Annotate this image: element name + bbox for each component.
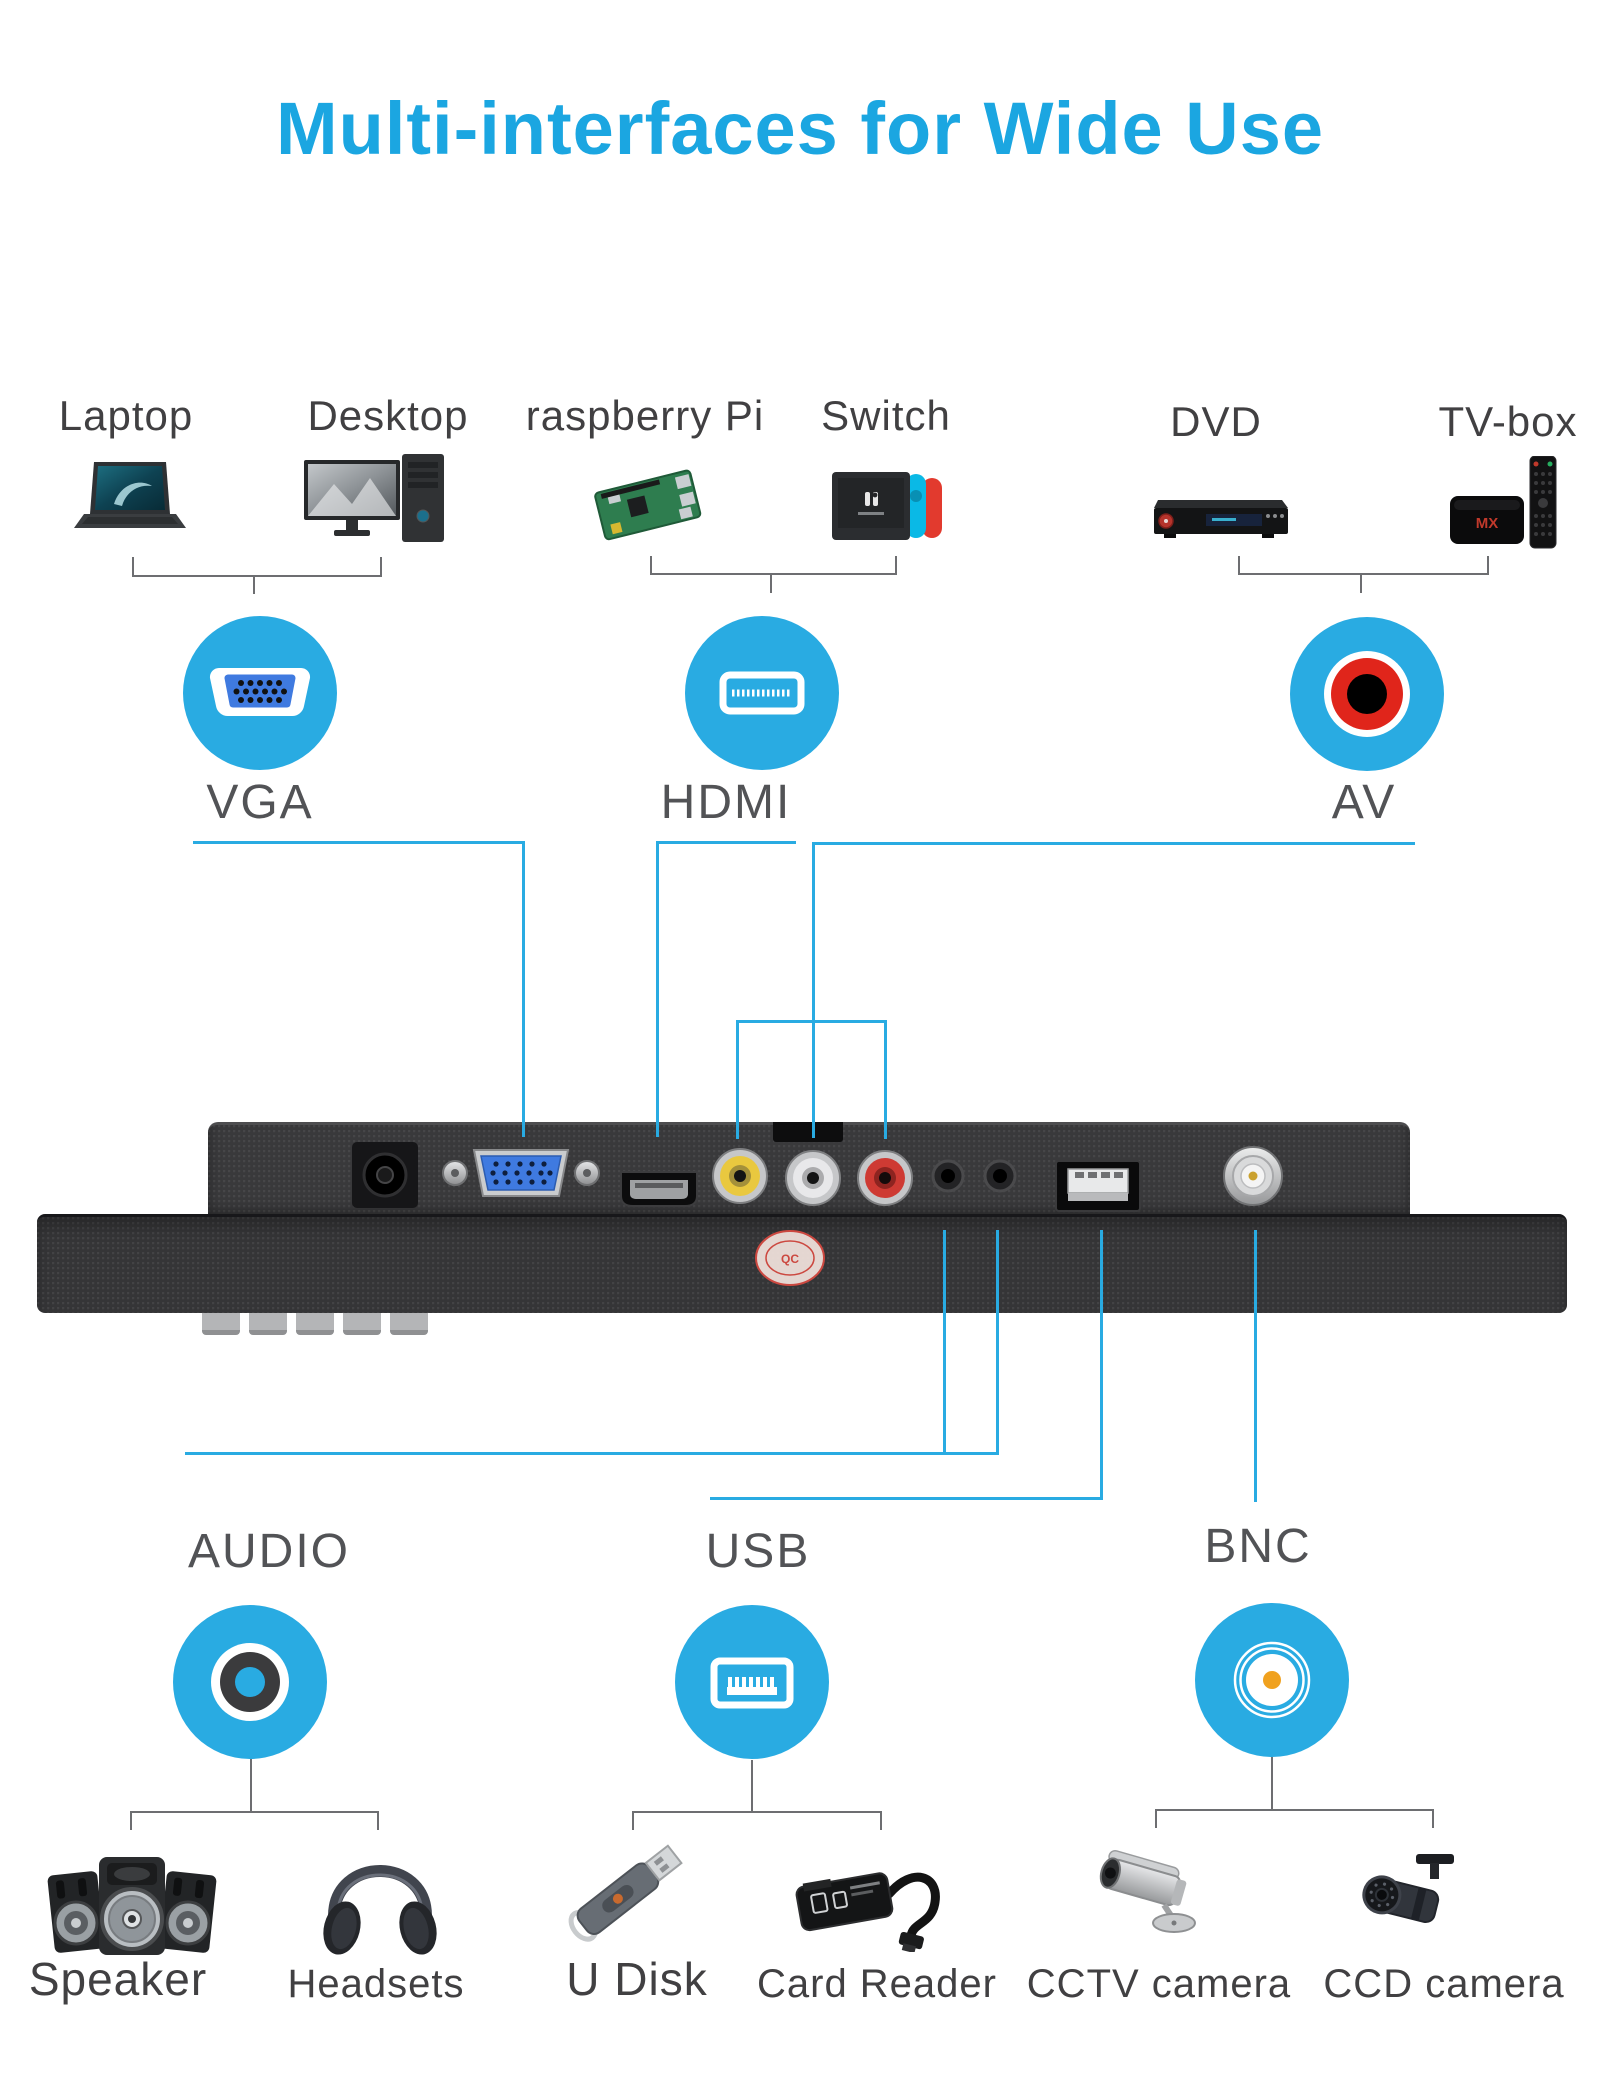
bracket-bnc-group xyxy=(1155,1809,1434,1828)
device-label-speaker: Speaker xyxy=(28,1953,208,2005)
audio-jack-port-1 xyxy=(931,1159,965,1193)
u-disk-image xyxy=(568,1844,683,1942)
cctv-camera-image xyxy=(1099,1849,1196,1933)
device-label-raspberrypi: raspberry Pi xyxy=(525,392,765,439)
vga-line-vertical xyxy=(522,841,525,1137)
bnc-port-badge xyxy=(1195,1603,1349,1757)
port-label-bnc: BNC xyxy=(1204,1520,1312,1573)
vga-connector-icon xyxy=(209,667,311,717)
bnc-connector-icon xyxy=(1233,1641,1311,1719)
bracket-av-stem xyxy=(1360,573,1362,593)
port-label-hdmi: HDMI xyxy=(660,776,792,829)
av-line-fork-left xyxy=(736,1020,739,1139)
qc-sticker: QC xyxy=(755,1230,825,1286)
device-label-desktop: Desktop xyxy=(307,392,469,439)
port-label-av: AV xyxy=(1331,776,1397,829)
panel-top-notch xyxy=(773,1122,843,1142)
dc-power-jack xyxy=(352,1142,418,1208)
hdmi-line-horizontal xyxy=(656,841,796,844)
device-label-laptop: Laptop xyxy=(58,392,194,439)
bracket-audio-group xyxy=(130,1811,379,1830)
ccd-camera-image xyxy=(1362,1854,1454,1924)
audio-jack-icon xyxy=(211,1643,289,1721)
rca-av-icon xyxy=(1324,651,1410,737)
bracket-usb-group xyxy=(632,1811,882,1830)
audio-jack-port-2 xyxy=(983,1159,1017,1193)
device-label-headsets: Headsets xyxy=(287,1962,465,2006)
audio-line-horizontal xyxy=(185,1452,999,1455)
bracket-av-group xyxy=(1238,556,1489,575)
device-label-tvbox: TV-box xyxy=(1438,398,1578,445)
device-label-dvd: DVD xyxy=(1170,398,1262,445)
port-label-vga: VGA xyxy=(206,776,314,829)
bracket-vga-group xyxy=(132,557,382,577)
usb-port-badge xyxy=(675,1605,829,1759)
vga-port xyxy=(442,1149,600,1197)
rca-jack-white xyxy=(785,1150,841,1206)
vga-line-horizontal xyxy=(193,841,525,844)
bracket-audio-stem xyxy=(250,1759,252,1811)
bnc-port xyxy=(1223,1146,1283,1206)
device-label-udisk: U Disk xyxy=(566,1953,708,2005)
hdmi-line-vertical xyxy=(656,841,659,1137)
rca-jack-yellow xyxy=(712,1148,768,1204)
headsets-image xyxy=(323,1865,437,1955)
bnc-line-vertical xyxy=(1254,1230,1257,1502)
usb-line-horizontal xyxy=(710,1497,1103,1500)
bracket-hdmi-group xyxy=(650,556,897,575)
device-label-cardreader: Card Reader xyxy=(756,1962,997,2006)
page-title: Multi-interfaces for Wide Use xyxy=(275,87,1325,170)
av-line-vertical-middle xyxy=(812,842,815,1138)
av-port-badge xyxy=(1290,617,1444,771)
dvd-player-image xyxy=(1154,500,1288,538)
av-line-fork-right xyxy=(884,1020,887,1139)
switch-console-image xyxy=(832,472,942,540)
tv-box-image: MX xyxy=(1450,456,1557,549)
usb-line-vertical xyxy=(1100,1230,1103,1500)
hdmi-port xyxy=(620,1171,698,1207)
rca-jack-red xyxy=(857,1150,913,1206)
bracket-hdmi-stem xyxy=(770,573,772,593)
speaker-image xyxy=(47,1857,217,1955)
desktop-image xyxy=(304,454,444,542)
port-label-usb: USB xyxy=(705,1525,811,1578)
hdmi-port-badge xyxy=(685,616,839,770)
bracket-usb-stem xyxy=(751,1760,753,1811)
card-reader-image xyxy=(795,1872,940,1952)
av-line-fork-horizontal xyxy=(736,1020,887,1023)
port-label-audio: AUDIO xyxy=(187,1525,350,1578)
audio-port-badge xyxy=(173,1605,327,1759)
device-label-switch: Switch xyxy=(821,392,951,439)
usb-port xyxy=(1055,1160,1141,1212)
audio-line-vertical-1 xyxy=(943,1230,946,1455)
hdmi-connector-icon xyxy=(719,671,805,715)
laptop-image xyxy=(74,462,186,528)
vga-port-badge xyxy=(183,616,337,770)
tv-box-logo-text: MX xyxy=(1476,515,1499,532)
av-line-horizontal xyxy=(812,842,1415,845)
bracket-vga-stem xyxy=(253,575,255,594)
device-label-cctv-camera: CCTV camera xyxy=(1026,1962,1292,2006)
raspberry-pi-image xyxy=(594,469,702,541)
audio-line-vertical-2 xyxy=(996,1230,999,1455)
bracket-bnc-stem xyxy=(1271,1757,1273,1809)
usb-port-icon xyxy=(710,1657,794,1709)
qc-sticker-text: QC xyxy=(781,1252,799,1266)
device-label-ccd-camera: CCD camera xyxy=(1323,1962,1565,2006)
